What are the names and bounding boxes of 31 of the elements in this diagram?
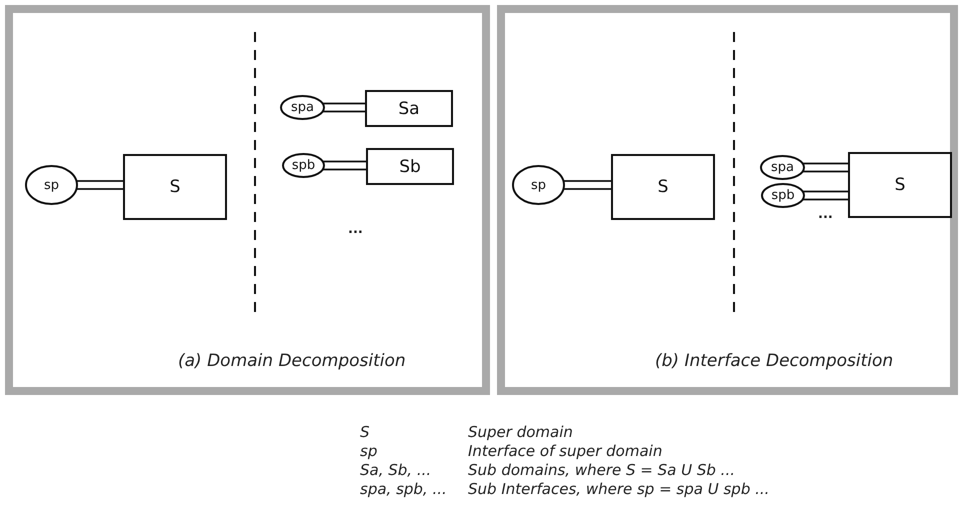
interface-ellipse: spa bbox=[760, 155, 805, 180]
interface-connector bbox=[322, 102, 366, 112]
interface-ellipse: sp bbox=[25, 165, 78, 205]
interface-connector bbox=[75, 180, 124, 190]
domain-box: Sa bbox=[365, 90, 453, 127]
panel-caption: (b) Interface Decomposition bbox=[655, 351, 894, 371]
domain-box: S bbox=[123, 154, 227, 220]
ellipsis-mark: ... bbox=[818, 207, 833, 222]
interface-ellipse: spb bbox=[282, 153, 325, 178]
legend-text: Super domain bbox=[468, 423, 573, 441]
legend-text: Interface of super domain bbox=[468, 442, 662, 460]
legend-text: Sub Interfaces, where sp = spa U spb ... bbox=[468, 480, 770, 498]
domain-box: Sb bbox=[366, 148, 454, 185]
legend-text: Sub domains, where S = Sa U Sb ... bbox=[468, 461, 735, 479]
interface-connector bbox=[562, 180, 612, 190]
domain-box: S bbox=[611, 154, 715, 220]
ellipsis-mark: ... bbox=[348, 222, 363, 237]
legend-text: sp bbox=[360, 442, 378, 460]
interface-connector bbox=[802, 190, 849, 200]
interface-ellipse: spb bbox=[761, 183, 805, 208]
interface-ellipse: sp bbox=[512, 165, 565, 205]
legend-text: S bbox=[360, 423, 370, 441]
panel-frame bbox=[497, 5, 958, 395]
interface-connector bbox=[322, 160, 367, 170]
interface-connector bbox=[802, 162, 849, 172]
legend-text: Sa, Sb, ... bbox=[360, 461, 432, 479]
domain-box: S bbox=[848, 152, 952, 218]
legend-text: spa, spb, ... bbox=[360, 480, 447, 498]
interface-ellipse: spa bbox=[280, 95, 325, 120]
panel-caption: (a) Domain Decomposition bbox=[178, 351, 406, 371]
panel-frame bbox=[5, 5, 490, 395]
